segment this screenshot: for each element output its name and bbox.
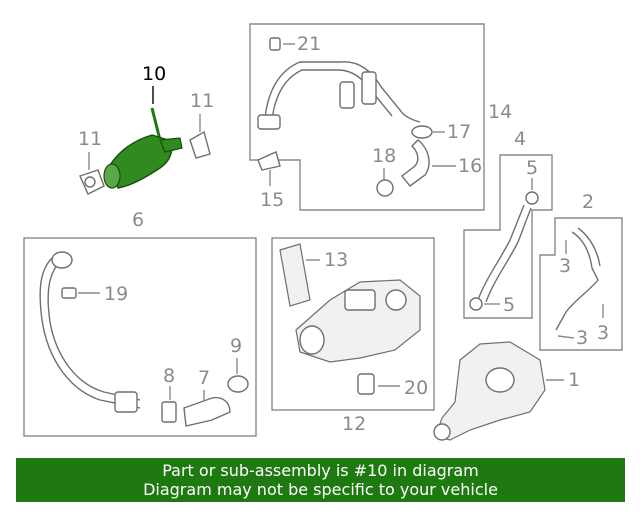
part-14-pipe <box>257 61 421 130</box>
part-11-right <box>189 130 211 159</box>
callout-5-bottom: 5 <box>503 294 515 316</box>
part-13 <box>279 243 311 307</box>
part-8 <box>161 401 177 423</box>
callout-20: 20 <box>404 377 428 399</box>
part-19 <box>61 287 77 299</box>
callout-7: 7 <box>198 367 210 389</box>
parts-diagram: 10 11 11 14 21 17 16 18 <box>23 23 623 441</box>
callout-3-b: 3 <box>597 322 609 344</box>
box-4 <box>463 154 553 319</box>
part-9 <box>227 375 249 393</box>
callout-1: 1 <box>568 369 580 391</box>
callout-9: 9 <box>230 335 242 357</box>
part-16 <box>401 139 430 187</box>
box-12 <box>271 237 435 411</box>
callout-13: 13 <box>324 249 348 271</box>
part-1-water-pump <box>433 341 546 441</box>
callout-21: 21 <box>297 33 321 55</box>
callout-12: 12 <box>342 413 366 435</box>
callout-15: 15 <box>260 189 284 211</box>
leader-3-c <box>557 335 575 339</box>
part-4-hose <box>477 204 532 303</box>
callout-17: 17 <box>447 121 471 143</box>
callout-14: 14 <box>488 101 512 123</box>
part-20 <box>357 373 375 395</box>
callout-16: 16 <box>458 155 482 177</box>
part-7 <box>183 396 231 427</box>
callout-18: 18 <box>372 145 396 167</box>
banner-line-2: Diagram may not be specific to your vehi… <box>143 480 498 499</box>
part-15 <box>257 151 281 171</box>
part-12-thermostat-housing <box>295 279 421 363</box>
part-5-bottom <box>469 297 483 311</box>
callout-2: 2 <box>582 191 594 213</box>
callout-11-right: 11 <box>190 90 214 112</box>
part-10-highlighted[interactable] <box>103 107 183 189</box>
callout-19: 19 <box>104 283 128 305</box>
part-5-top <box>525 191 539 205</box>
part-6-pipe <box>39 251 141 413</box>
callout-10: 10 <box>142 63 166 85</box>
info-banner: Part or sub-assembly is #10 in diagram D… <box>16 458 625 502</box>
box-6 <box>23 237 257 437</box>
part-18 <box>376 179 394 197</box>
callout-4: 4 <box>514 128 526 150</box>
callout-5-top: 5 <box>526 157 538 179</box>
part-2-hose <box>555 227 601 331</box>
part-11-left <box>79 169 105 195</box>
callout-8: 8 <box>163 365 175 387</box>
part-21 <box>269 37 281 51</box>
callout-3-a: 3 <box>559 255 571 277</box>
callout-6: 6 <box>132 209 144 231</box>
part-17 <box>411 125 433 139</box>
box-14 <box>249 23 485 211</box>
callout-3-c: 3 <box>576 327 588 349</box>
banner-line-1: Part or sub-assembly is #10 in diagram <box>162 461 479 480</box>
callout-11-left: 11 <box>78 128 102 150</box>
box-2 <box>539 217 623 351</box>
